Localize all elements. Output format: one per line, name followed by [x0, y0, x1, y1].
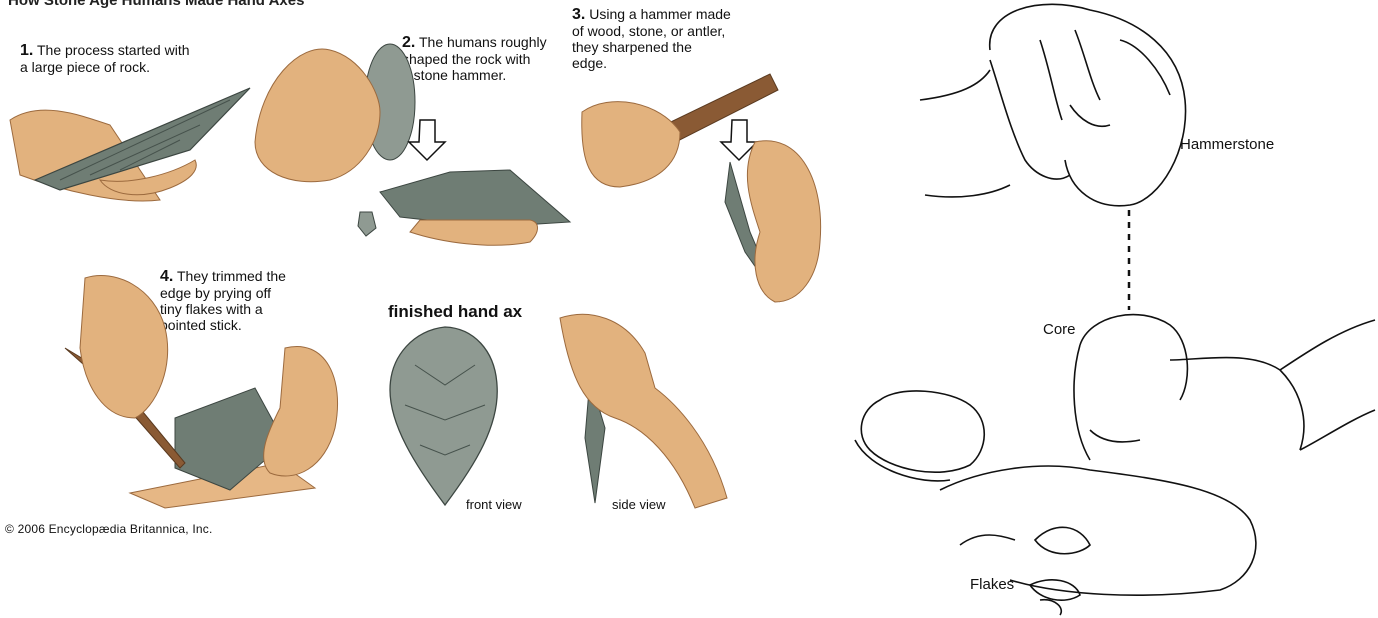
down-arrow-icon	[409, 120, 445, 160]
step-1-caption: 1. The process started with a large piec…	[20, 42, 190, 75]
front-view-label: front view	[466, 497, 522, 512]
flakes-label: Flakes	[970, 576, 1014, 593]
hammerstone-icon	[990, 4, 1186, 205]
core-icon	[1080, 315, 1187, 400]
side-view-hand-ax	[555, 308, 730, 508]
front-view-hand-ax	[385, 325, 515, 510]
side-view-label: side view	[612, 497, 665, 512]
step-4-illustration	[55, 268, 345, 508]
step-2-illustration	[250, 42, 580, 252]
step-1-text: The process started with a large piece o…	[20, 42, 190, 75]
rock-icon	[380, 170, 570, 227]
step-3-illustration	[580, 62, 830, 312]
diagram-title: How Stone Age Humans Made Hand Axes	[8, 0, 304, 9]
step-1-illustration	[0, 80, 260, 210]
core-label: Core	[1043, 321, 1076, 338]
step-3-number: 3.	[572, 6, 585, 23]
knapping-sketch	[840, 0, 1378, 618]
copyright-notice: © 2006 Encyclopædia Britannica, Inc.	[5, 522, 213, 536]
hammerstone-label: Hammerstone	[1180, 136, 1274, 153]
finished-hand-ax-title: finished hand ax	[388, 302, 522, 322]
step-1-number: 1.	[20, 42, 33, 59]
flake-icon	[1035, 527, 1090, 553]
